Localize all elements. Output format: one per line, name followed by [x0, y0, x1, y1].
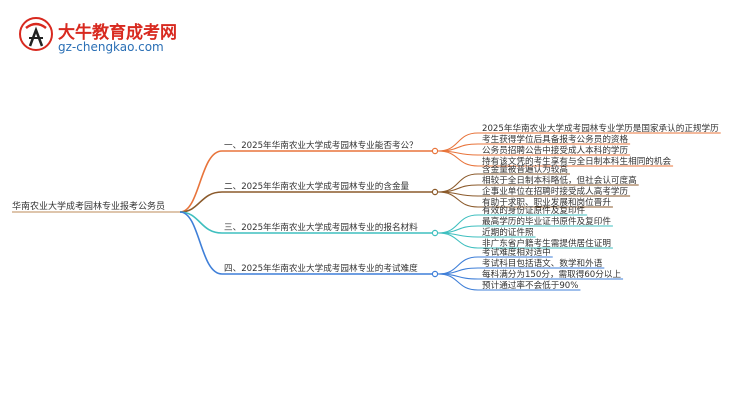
leaf-label-1-4: 持有该文凭的考生享有与全日制本科生相同的机会 — [482, 155, 671, 167]
leaf-label-3-4: 非广东省户籍考生需提供居住证明 — [482, 237, 611, 249]
leaf-label-1-2: 考生获得学位后具备报考公务员的资格 — [482, 133, 629, 145]
leaf-link-4-4 — [437, 273, 479, 291]
mind-map-nodes: 华南农业大学成考园林专业报考公务员 一、2025年华南农业大学成考园林专业能否考公… — [12, 122, 719, 291]
branch-link-4 — [179, 211, 223, 275]
leaf-label-1-1: 2025年华南农业大学成考园林专业学历是国家承认的正规学历 — [482, 122, 719, 134]
leaf-label-3-3: 近期的证件照 — [482, 226, 534, 238]
leaf-label-4-2: 考试科目包括语文、数学和外语 — [482, 257, 603, 269]
branch-label-2: 二、2025年华南农业大学成考园林专业的含金量 — [224, 180, 410, 192]
branch-link-1 — [179, 150, 223, 213]
leaf-link-2-1 — [437, 173, 479, 193]
branch-label-3: 三、2025年华南农业大学成考园林专业的报名材料 — [224, 221, 418, 233]
brand-title: 大牛教育成考网 — [58, 23, 177, 43]
mind-map-links — [12, 132, 721, 291]
bull-logo-icon — [19, 17, 53, 51]
branch-label-4: 四、2025年华南农业大学成考园林专业的考试难度 — [224, 262, 418, 274]
leaf-label-2-1: 含金量被普遍认为较高 — [482, 163, 568, 175]
branch-node-dot-3 — [431, 229, 439, 237]
branch-link-2 — [179, 191, 223, 213]
leaf-link-1-4 — [437, 150, 479, 167]
leaf-link-1-1 — [437, 132, 479, 152]
leaf-link-3-1 — [437, 214, 479, 234]
leaf-label-3-2: 最高学历的毕业证书原件及复印件 — [482, 215, 611, 227]
brand-url[interactable]: gz-chengkao.com — [58, 40, 164, 54]
branch-node-dot-2 — [431, 188, 439, 196]
brand-logo: 大牛教育成考网 gz-chengkao.com — [18, 16, 178, 60]
branch-label-1: 一、2025年华南农业大学成考园林专业能否考公？ — [224, 139, 418, 151]
leaf-label-2-4: 有助于求职、职业发展和岗位晋升 — [482, 196, 611, 208]
leaf-label-1-3: 公务员招聘公告中接受成人本科的学历 — [482, 144, 629, 156]
root-node: 华南农业大学成考园林专业报考公务员 — [12, 200, 165, 212]
leaf-label-2-2: 相较于全日制本科略低，但社会认可度高 — [482, 174, 637, 186]
branch-node-dot-1 — [431, 147, 439, 155]
leaf-label-2-3: 企事业单位在招聘时接受成人高考学历 — [482, 185, 629, 197]
leaf-label-4-4: 预计通过率不会低于90% — [482, 279, 578, 291]
leaf-label-3-1: 有效的身份证原件及复印件 — [482, 204, 586, 216]
leaf-label-4-3: 每科满分为150分，需取得60分以上 — [482, 268, 621, 280]
leaf-link-3-4 — [437, 232, 479, 249]
leaf-label-4-1: 考试难度相对适中 — [482, 246, 551, 258]
branch-node-dot-4 — [431, 270, 439, 278]
leaf-link-2-4 — [437, 191, 479, 208]
